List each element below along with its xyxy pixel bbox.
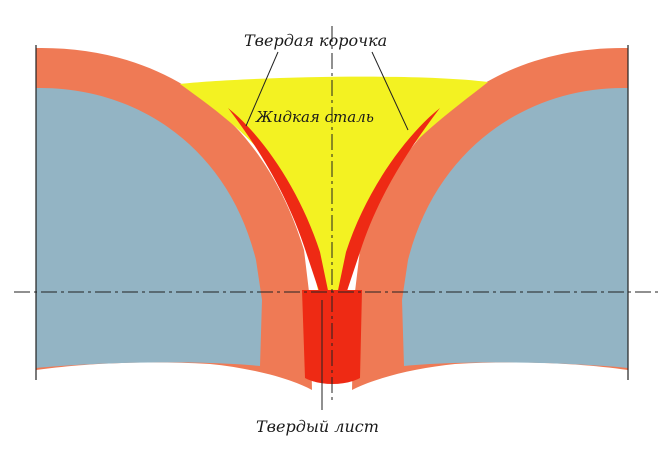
liquid-steel-pool xyxy=(180,76,488,291)
right-roll-core xyxy=(402,87,628,369)
right-solid-shell xyxy=(336,108,440,300)
top-label-leader-left xyxy=(245,51,279,127)
top-label-leader-right xyxy=(371,51,409,131)
label-liquid-steel: Жидкая сталь xyxy=(255,108,374,126)
label-solid-sheet: Твердый лист xyxy=(256,417,379,436)
left-roll-core xyxy=(36,87,262,369)
left-solid-shell xyxy=(228,108,330,300)
label-solid-shell: Твердая корочка xyxy=(244,31,387,50)
